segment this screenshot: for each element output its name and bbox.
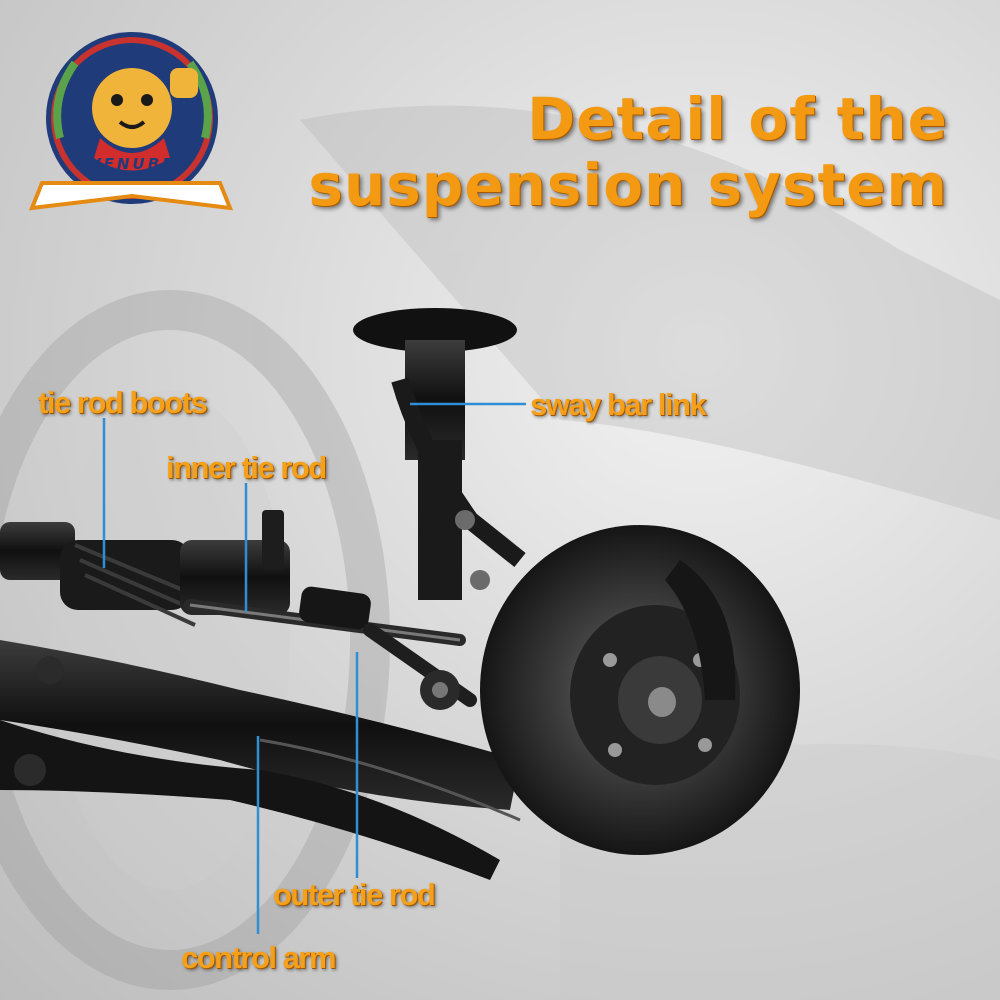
title-line-2: suspension system <box>308 151 948 219</box>
brand-name: SVENUBEE <box>75 155 189 173</box>
label-control-arm: control arm <box>181 940 337 975</box>
steering-rack-shape <box>0 510 290 627</box>
strut-shape <box>353 308 526 600</box>
label-tie-rod-boots: tie rod boots <box>38 385 208 420</box>
control-arm-shape <box>0 640 521 880</box>
label-inner-tie-rod: inner tie rod <box>166 450 327 485</box>
laurel-left-icon <box>53 60 79 139</box>
tiger-mascot-icon <box>92 68 198 171</box>
title-line-1: Detail of the <box>527 85 948 153</box>
brake-disc-shape <box>480 525 800 855</box>
label-sway-bar-link: sway bar link <box>530 387 707 422</box>
page-title: Detail of the suspension system <box>308 86 948 218</box>
logo-ribbon <box>28 181 234 211</box>
brand-logo <box>28 32 234 211</box>
label-outer-tie-rod: outer tie rod <box>273 877 436 912</box>
fist-icon <box>170 68 198 98</box>
tie-rod-shape <box>184 586 477 710</box>
leader-lines <box>102 402 526 934</box>
